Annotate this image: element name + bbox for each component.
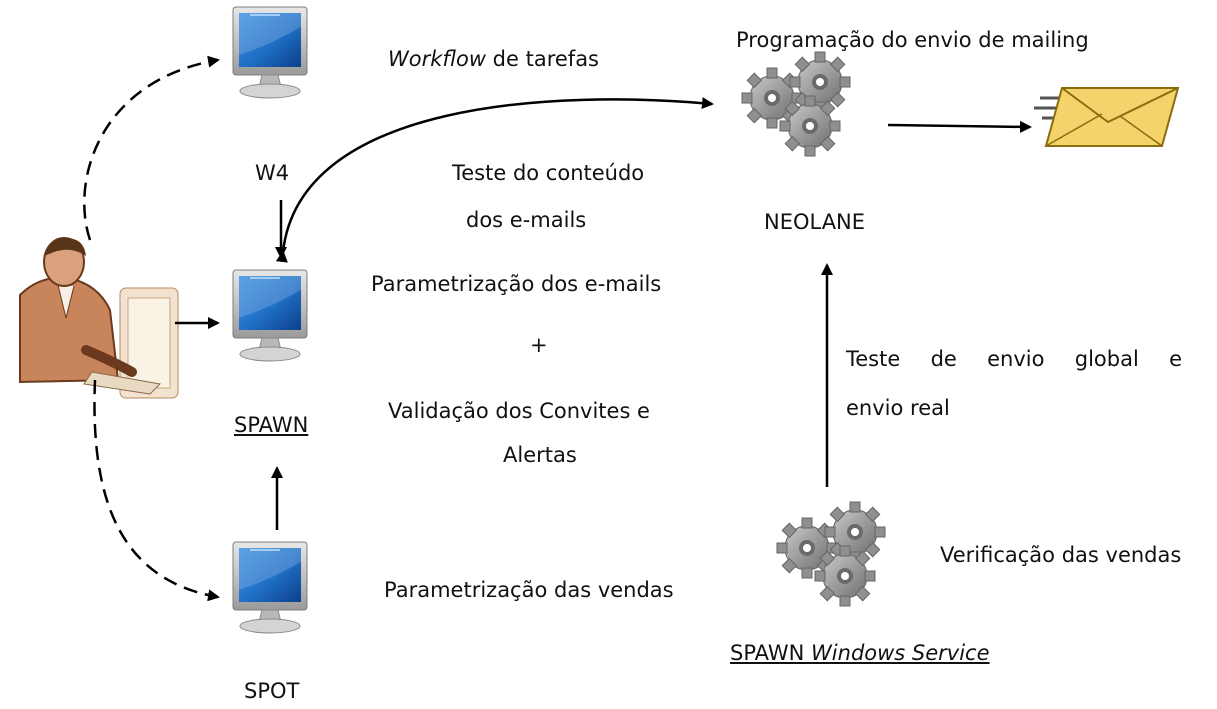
dashed-user-to-w4 (83, 55, 220, 241)
connectors (83, 55, 1032, 602)
dashed-user-to-spot (93, 379, 220, 602)
verificacao-label: Verificação das vendas (940, 543, 1182, 567)
spot-label: SPOT (244, 679, 300, 703)
workflow-italic-text: Workflow (388, 47, 486, 71)
gears-neolane-icon (742, 52, 850, 156)
arrow-neolane-to-email (887, 120, 1032, 133)
spawn-ws-prefix-text: SPAWN (730, 641, 812, 665)
parametrizacao-vendas-label: Parametrização das vendas (384, 578, 674, 602)
arrow-spawn-neolane-bidirectional (275, 97, 714, 263)
teste-envio-line2: envio real (846, 396, 950, 420)
gears-spawn-service-icon (777, 502, 885, 606)
plus-label: + (530, 333, 548, 357)
monitor-spot-icon (232, 541, 308, 634)
monitor-w4-icon (232, 6, 308, 99)
envelope-icon (1034, 87, 1180, 147)
neolane-label: NEOLANE (764, 210, 866, 234)
validacao-line1: Validação dos Convites e (388, 399, 650, 423)
monitor-spawn-icon (232, 269, 308, 362)
teste-conteudo-line1: Teste do conteúdo (452, 161, 645, 185)
programacao-label: Programação do envio de mailing (736, 28, 1089, 52)
workflow-rest-text: de tarefas (486, 47, 599, 71)
teste-conteudo-line2: dos e-mails (466, 208, 587, 232)
validacao-line2: Alertas (503, 443, 577, 467)
spawn-label: SPAWN (234, 413, 309, 437)
teste-envio-line1: Teste de envio global e (846, 347, 1182, 371)
w4-label: W4 (255, 161, 290, 185)
user-icon (19, 237, 179, 399)
workflow-label: Workflow de tarefas (388, 46, 599, 72)
parametrizacao-emails-label: Parametrização dos e-mails (371, 272, 662, 296)
spawn-ws-italic-text: Windows Service (811, 641, 990, 665)
spawn-windows-service-label: SPAWN Windows Service (730, 640, 990, 666)
